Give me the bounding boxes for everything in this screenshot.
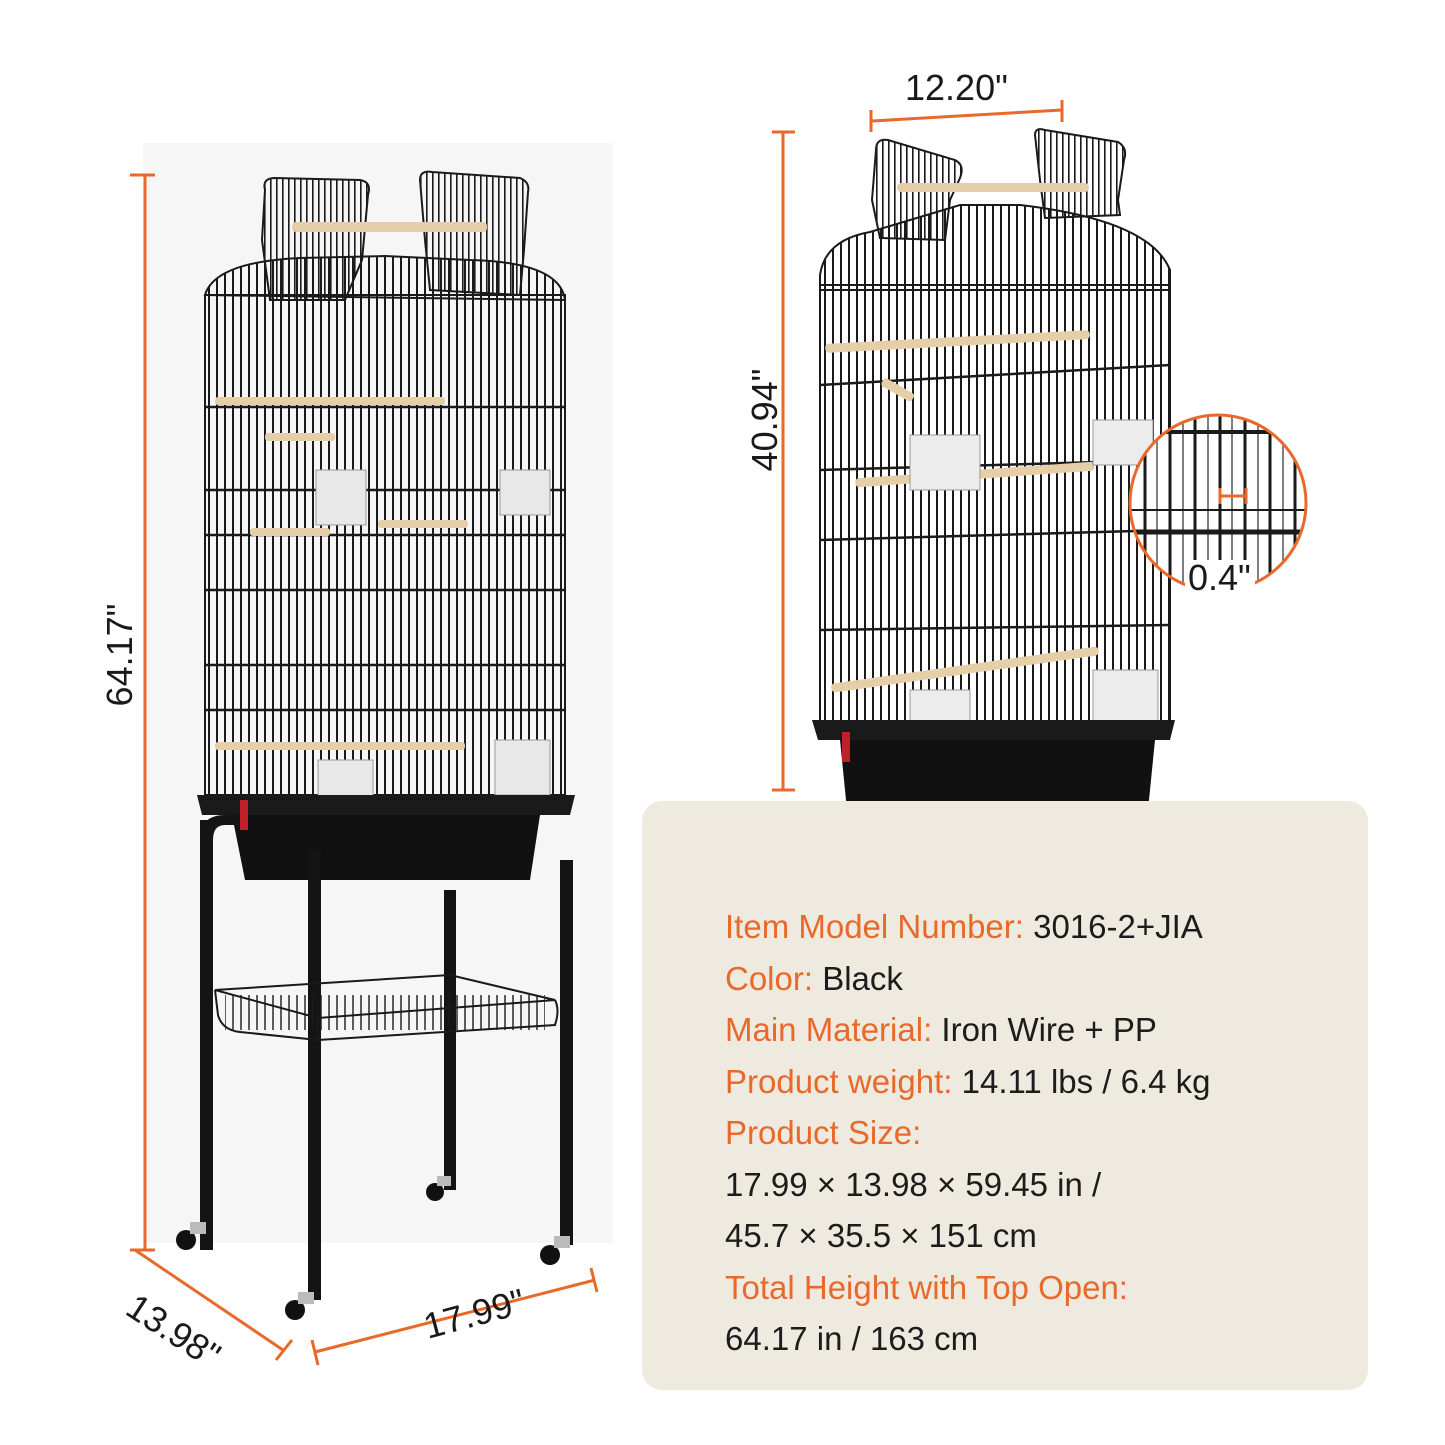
cage-height-label: 40.94"	[744, 368, 785, 472]
spec-model: Item Model Number: 3016-2+JIA	[725, 901, 1368, 953]
top-opening-width-label: 12.20"	[905, 67, 1008, 108]
spec-material-value: Iron Wire + PP	[941, 1011, 1157, 1048]
spec-material-label: Main Material:	[725, 1011, 933, 1048]
spec-total-height: Total Height with Top Open:	[725, 1262, 1368, 1314]
spec-model-label: Item Model Number:	[725, 908, 1024, 945]
spec-total-height-label: Total Height with Top Open:	[725, 1268, 1128, 1306]
cage-with-stand-illustration	[176, 170, 575, 1320]
spec-size: Product Size:	[725, 1107, 1368, 1159]
spec-weight: Product weight: 14.11 lbs / 6.4 kg	[725, 1056, 1368, 1108]
spec-weight-label: Product weight:	[725, 1062, 953, 1100]
spec-card: Item Model Number: 3016-2+JIA Color: Bla…	[642, 801, 1368, 1390]
spec-color-label: Color:	[725, 959, 814, 997]
total-height-label: 64.17"	[99, 603, 140, 707]
cage-only-illustration	[812, 128, 1175, 840]
spec-size-in: 17.99 × 13.98 × 59.45 in /	[725, 1165, 1102, 1203]
spec-color-value: Black	[822, 959, 903, 997]
bar-spacing-label: 0.4"	[1188, 557, 1251, 598]
spec-model-value: 3016-2+JIA	[1033, 908, 1203, 945]
spec-size-cm: 45.7 × 35.5 × 151 cm	[725, 1217, 1037, 1254]
dimension-lines	[130, 100, 1064, 1366]
spec-size-label: Product Size:	[725, 1114, 922, 1151]
spec-color: Color: Black	[725, 953, 1368, 1005]
spec-total-height-value: 64.17 in / 163 cm	[725, 1320, 979, 1357]
spec-weight-value: 14.11 lbs / 6.4 kg	[961, 1062, 1211, 1100]
spec-material: Main Material: Iron Wire + PP	[725, 1004, 1368, 1056]
